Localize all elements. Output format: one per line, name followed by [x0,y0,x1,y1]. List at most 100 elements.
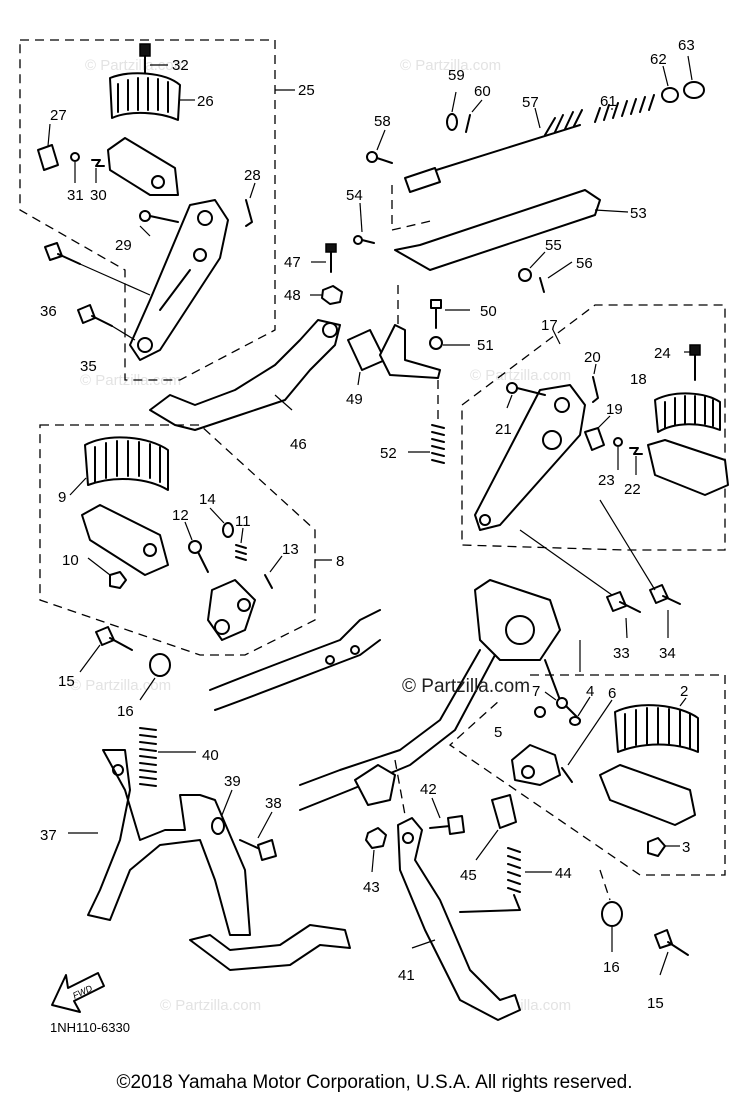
part-42-bolt [429,797,465,835]
part-26-footpeg-rubber [109,72,195,121]
part-54-bolt [353,202,375,245]
part-15-bolt [79,626,133,673]
group-8-box [39,424,316,656]
callout-37: 37 [40,827,57,844]
part-52-spring [408,380,445,464]
callout-9: 9 [58,489,66,506]
callout-4: 4 [586,683,594,700]
watermark-text: © Partzilla.com [80,372,181,389]
callout-21: 21 [495,421,512,438]
part-30 [91,159,105,167]
callout-48: 48 [284,287,301,304]
callout-16: 16 [603,959,620,976]
watermark-text: © Partzilla.com [85,57,186,74]
part-bracket-sidestand [354,759,406,816]
callout-5: 5 [494,724,502,741]
part-13-pin [264,555,283,589]
part-50-bolt [430,299,470,329]
part-15-bolt-right [654,929,689,976]
part-45-bracket [475,794,517,861]
part-35-bolt [77,304,136,341]
part-61-spring [594,94,655,123]
part-7-4-5 [534,691,591,726]
callout-55: 55 [545,237,562,254]
part-footrest-mount [207,579,256,641]
callout-51: 51 [477,337,494,354]
callout-50: 50 [480,303,497,320]
part-55-56 [518,251,573,293]
part-34-bolt [599,499,681,638]
callout-56: 56 [576,255,593,272]
part-footpeg-bracket-lower-right [599,764,696,826]
callout-44: 44 [555,865,572,882]
part-footpeg-bracket-right [647,439,729,496]
part-28-pin [245,182,256,227]
callout-3: 3 [682,839,690,856]
callout-49: 49 [346,391,363,408]
callout-27: 27 [50,107,67,124]
part-19 [584,415,611,451]
callout-62: 62 [650,51,667,68]
callout-6: 6 [608,685,616,702]
part-3-nut [647,837,680,857]
callout-7: 7 [532,683,540,700]
callout-42: 42 [420,781,437,798]
part-58-bolt [366,129,393,164]
part-41-side-stand [397,817,521,1021]
callout-41: 41 [398,967,415,984]
part-footpeg-bracket-left-2 [81,504,169,576]
callout-46: 46 [290,436,307,453]
part-16-damper-right [599,869,623,952]
callout-24: 24 [654,345,671,362]
part-6-pin [561,699,613,783]
part-47-bolt [311,243,337,273]
part-43-nut [365,827,387,873]
part-46-brake-pedal [149,319,341,431]
part-40-spring [139,727,196,787]
callout-17: 17 [541,317,558,334]
callout-13: 13 [282,541,299,558]
callout-23: 23 [598,472,615,489]
callout-26: 26 [197,93,214,110]
copyright-footer: ©2018 Yamaha Motor Corporation, U.S.A. A… [116,1072,633,1093]
part-37-main-stand [68,749,351,971]
callout-15: 15 [58,673,75,690]
part-27 [37,123,59,171]
callout-39: 39 [224,773,241,790]
part-38-bolt [239,811,277,861]
part-57-brake-rod [404,107,583,193]
callout-25: 25 [298,82,315,99]
callout-54: 54 [346,187,363,204]
watermark-label: © Partzilla.com [402,676,531,697]
callout-labels: 32 25 26 27 31 30 28 29 36 35 59 60 57 6… [40,37,695,1012]
part-29-bolt [139,210,179,237]
callout-32: 32 [172,57,189,74]
part-rear-footrest-bracket-left [129,199,229,361]
part-59-washer [446,91,458,131]
callout-47: 47 [284,254,301,271]
callout-61: 61 [600,93,617,110]
part-21-bolt [506,382,546,409]
part-10-nut [87,557,127,589]
part-60-pin [465,99,483,133]
callout-36: 36 [40,303,57,320]
callout-20: 20 [584,349,601,366]
callout-28: 28 [244,167,261,184]
callout-16: 16 [117,703,134,720]
part-48-nut [310,285,343,305]
callout-38: 38 [265,795,282,812]
watermark-text: © Partzilla.com [160,997,261,1014]
part-23 [613,437,623,447]
part-footpeg-bracket [107,137,179,196]
part-53-brake-arm [394,189,629,271]
callout-2: 2 [680,683,688,700]
callout-35: 35 [80,358,97,375]
part-51-nut [429,336,470,350]
part-2-footpeg-rubber [614,697,699,753]
part-22 [629,447,643,455]
callout-52: 52 [380,445,397,462]
callout-12: 12 [172,507,189,524]
catalog-number: 1NH110-6330 [50,1020,130,1035]
part-62-63-adjuster [661,55,705,103]
frame-outline [209,579,581,811]
